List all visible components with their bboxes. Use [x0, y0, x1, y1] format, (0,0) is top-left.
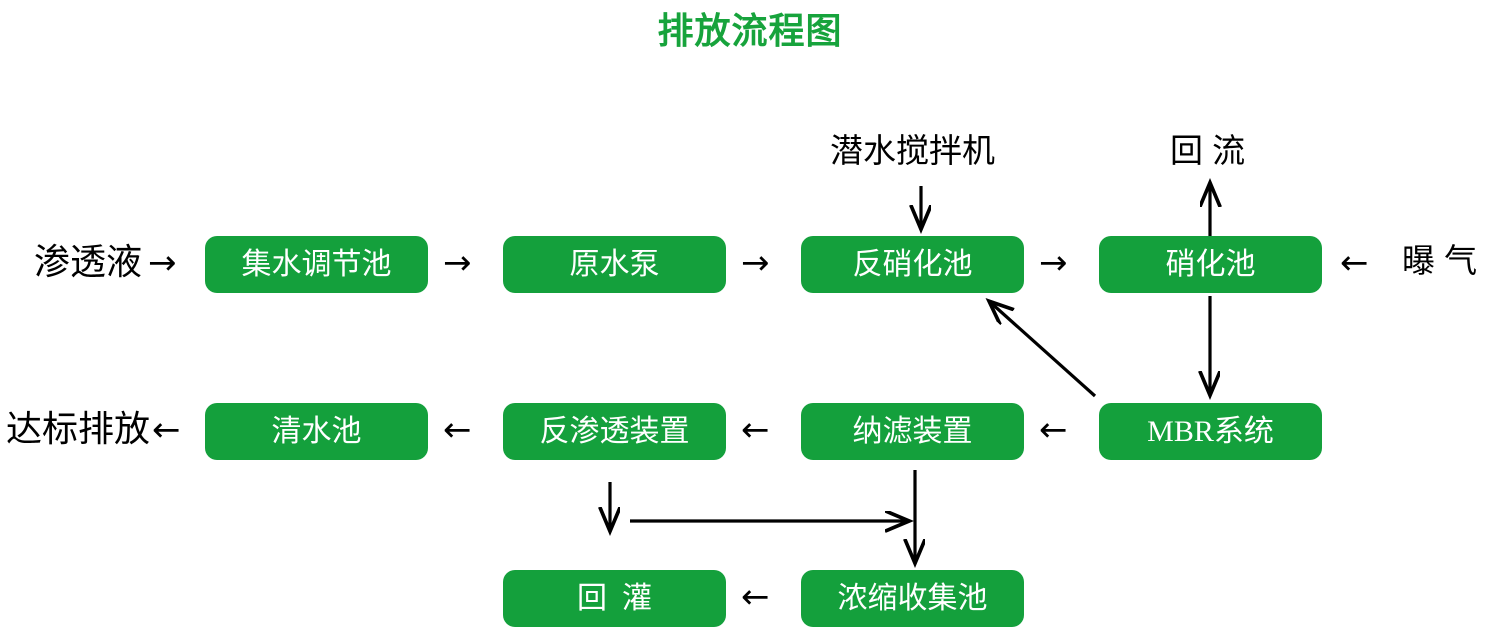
flow-arrow-icon: ←	[152, 410, 181, 450]
annotation-label: 曝 气	[1402, 242, 1478, 279]
process-node[interactable]: 反渗透装置	[503, 403, 726, 460]
process-node[interactable]: 原水泵	[503, 236, 726, 293]
flow-arrow-icon: ←	[1039, 410, 1068, 450]
flow-arrow-icon: ←	[443, 410, 472, 450]
page-title: 排放流程图	[657, 10, 843, 51]
annotation-label: 回 流	[1170, 132, 1246, 169]
flow-arrow-icon: →	[1039, 243, 1068, 283]
process-node[interactable]: 集水调节池	[205, 236, 428, 293]
mbr-return-to-denitrify-arrow	[990, 302, 1097, 398]
process-node[interactable]: 回 灌	[503, 570, 726, 627]
process-node[interactable]: 纳滤装置	[801, 403, 1024, 460]
process-node[interactable]: 反硝化池	[801, 236, 1024, 293]
process-node[interactable]: MBR系统	[1099, 403, 1322, 460]
flow-arrow-icon: →	[148, 243, 177, 283]
annotation-label: 达标排放	[6, 408, 151, 449]
flow-arrow-icon: ←	[741, 577, 770, 617]
flow-arrow-icon: →	[443, 243, 472, 283]
flow-arrow-icon: ←	[1340, 243, 1369, 283]
process-node[interactable]: 硝化池	[1099, 236, 1322, 293]
annotation-label: 渗透液	[34, 241, 143, 282]
annotation-label: 潜水搅拌机	[830, 132, 995, 169]
process-node[interactable]: 浓缩收集池	[801, 570, 1024, 627]
flow-arrow-icon: →	[741, 243, 770, 283]
process-node[interactable]: 清水池	[205, 403, 428, 460]
flow-arrow-icon: ←	[741, 410, 770, 450]
